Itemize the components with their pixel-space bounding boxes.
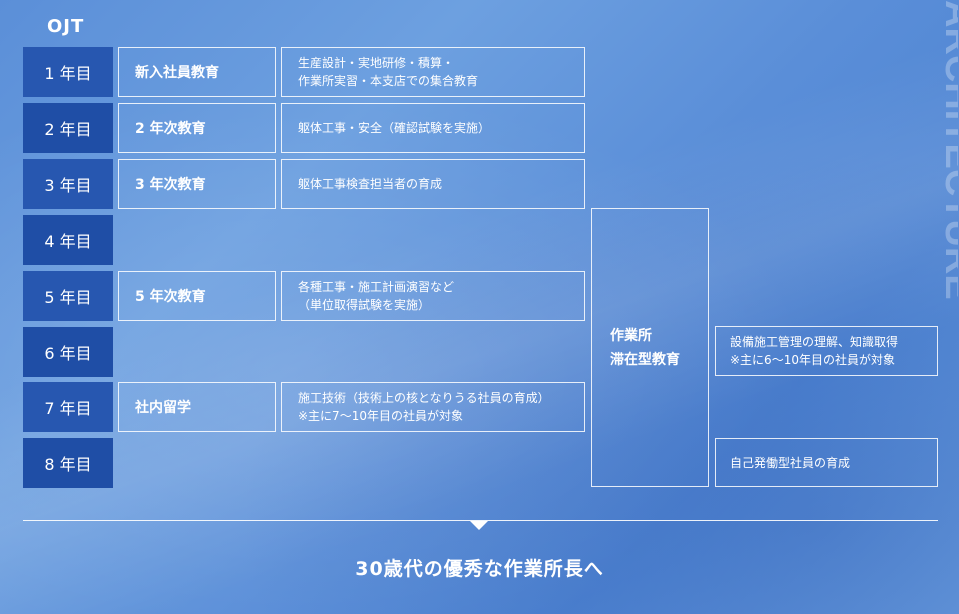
divider-line (23, 520, 938, 521)
detail-line: 各種工事・施工計画演習など (298, 280, 455, 294)
detail-y2: 躯体工事・安全（確認試験を実施） (281, 103, 585, 153)
knowledge-line: ※主に6〜10年目の社員が対象 (730, 353, 895, 367)
detail-y3: 躯体工事検査担当者の育成 (281, 159, 585, 209)
detail-line: 施工技術（技術上の核となりうる社員の育成） (298, 391, 550, 405)
education-name: 社内留学 (135, 400, 191, 416)
detail-line: 生産設計・実地研修・積算・ (298, 56, 455, 70)
education-y7: 社内留学 (118, 382, 276, 432)
education-y1: 新入社員教育 (118, 47, 276, 97)
architecture-watermark: ARCHITECTURE (937, 0, 958, 300)
arrow-down-icon (470, 521, 488, 530)
education-y2: 2 年次教育 (118, 103, 276, 153)
onsite-line: 滞在型教育 (610, 351, 680, 368)
year-8: 8 年目 (23, 438, 113, 488)
year-6: 6 年目 (23, 327, 113, 377)
self-driven-box: 自己発働型社員の育成 (715, 438, 938, 487)
year-5: 5 年目 (23, 271, 113, 321)
education-name: 2 年次教育 (135, 121, 206, 137)
detail-line: 作業所実習・本支店での集合教育 (298, 74, 479, 88)
ojt-heading: OJT (47, 16, 85, 37)
education-y3: 3 年次教育 (118, 159, 276, 209)
detail-line: ※主に7〜10年目の社員が対象 (298, 409, 463, 423)
year-3: 3 年目 (23, 159, 113, 209)
detail-line: 躯体工事・安全（確認試験を実施） (298, 121, 491, 135)
year-7: 7 年目 (23, 382, 113, 432)
detail-line: 躯体工事検査担当者の育成 (298, 177, 443, 191)
detail-line: （単位取得試験を実施） (298, 298, 431, 312)
year-2: 2 年目 (23, 103, 113, 153)
detail-y7: 施工技術（技術上の核となりうる社員の育成） ※主に7〜10年目の社員が対象 (281, 382, 585, 432)
education-name: 新入社員教育 (135, 65, 219, 81)
onsite-line: 作業所 (610, 327, 652, 344)
detail-y1: 生産設計・実地研修・積算・ 作業所実習・本支店での集合教育 (281, 47, 585, 97)
knowledge-box: 設備施工管理の理解、知識取得 ※主に6〜10年目の社員が対象 (715, 326, 938, 376)
watermark-text: ARCHITECTURE (937, 0, 958, 300)
onsite-training-box: 作業所 滞在型教育 (591, 208, 709, 487)
year-1: 1 年目 (23, 47, 113, 97)
detail-y5: 各種工事・施工計画演習など （単位取得試験を実施） (281, 271, 585, 321)
education-name: 3 年次教育 (135, 177, 206, 193)
education-y5: 5 年次教育 (118, 271, 276, 321)
year-4: 4 年目 (23, 215, 113, 265)
conclusion-text: 30歳代の優秀な作業所長へ (355, 558, 604, 580)
self-driven-text: 自己発働型社員の育成 (730, 456, 851, 470)
education-name: 5 年次教育 (135, 289, 206, 305)
knowledge-line: 設備施工管理の理解、知識取得 (730, 335, 899, 349)
